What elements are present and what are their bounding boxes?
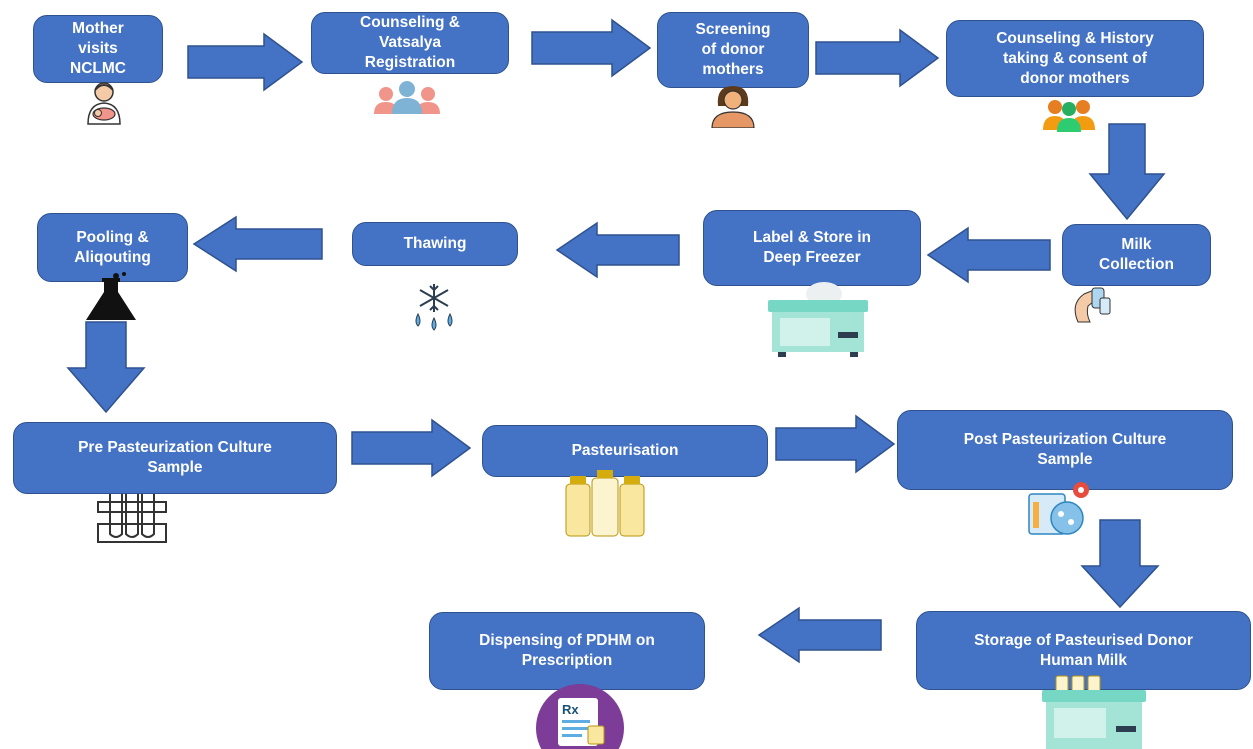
svg-text:Rx: Rx	[562, 702, 579, 717]
step-pooling-aliquoting: Pooling & Aliqouting	[37, 213, 188, 282]
arrow-down-1	[1088, 123, 1166, 221]
step-label-store-freezer: Label & Store in Deep Freezer	[703, 210, 921, 286]
step-mother-visits: Mother visits NCLMC	[33, 15, 163, 83]
arrow-left-1	[926, 226, 1051, 284]
arrow-right-5	[775, 414, 896, 474]
arrow-left-4	[757, 606, 882, 664]
milk-bottles-icon	[565, 470, 645, 537]
culture-lab-icon	[1028, 482, 1089, 535]
arrow-right-4	[351, 418, 472, 478]
prescription-icon: Rx	[536, 684, 624, 749]
step-post-pasteurization-culture: Post Pasteurization Culture Sample	[897, 410, 1233, 490]
step-milk-collection: Milk Collection	[1062, 224, 1211, 286]
lab-flask-icon	[86, 272, 136, 320]
milk-storage-freezer-icon	[1042, 675, 1146, 749]
arrow-left-2	[555, 221, 680, 279]
arrow-left-3	[192, 215, 323, 273]
donor-mother-icon	[711, 86, 755, 128]
group-registration-icon	[374, 81, 440, 114]
thawing-snowflake-icon	[415, 284, 453, 331]
arrow-right-2	[531, 18, 652, 78]
people-group-icon	[1043, 100, 1095, 132]
step-pasteurisation: Pasteurisation	[482, 425, 768, 477]
step-storage-pasteurised-milk: Storage of Pasteurised Donor Human Milk	[916, 611, 1251, 690]
step-counseling-registration: Counseling & Vatsalya Registration	[311, 12, 509, 74]
arrow-right-1	[187, 32, 304, 92]
mother-with-baby-icon	[87, 82, 121, 125]
arrow-right-3	[815, 28, 940, 88]
breast-pump-icon	[1074, 287, 1111, 323]
arrow-down-3	[1080, 519, 1160, 609]
step-thawing: Thawing	[352, 222, 518, 266]
arrow-down-2	[66, 321, 146, 414]
deep-freezer-icon	[768, 282, 868, 357]
step-pre-pasteurization-culture: Pre Pasteurization Culture Sample	[13, 422, 337, 494]
test-tube-rack-icon	[97, 494, 167, 543]
step-screening-donor: Screening of donor mothers	[657, 12, 809, 88]
step-dispensing-pdhm: Dispensing of PDHM on Prescription	[429, 612, 705, 690]
step-counseling-history-consent: Counseling & History taking & consent of…	[946, 20, 1204, 97]
